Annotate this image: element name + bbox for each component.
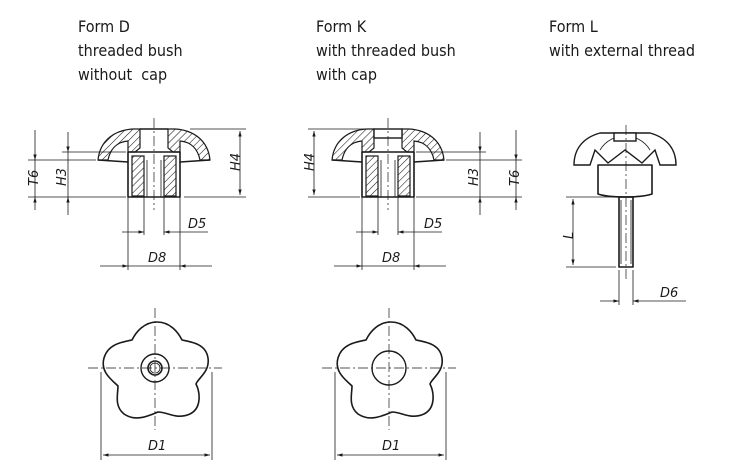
form-k-top-view xyxy=(322,308,456,430)
form-d-dim-h4: H4 xyxy=(229,153,244,171)
form-l-caption: Form L with external thread xyxy=(549,15,695,63)
form-d-desc-1: threaded bush xyxy=(78,41,183,60)
form-l-side-view xyxy=(573,125,677,280)
form-d-top-view xyxy=(88,308,222,430)
form-d-dim-h3: H3 xyxy=(55,168,70,186)
form-k-caption: Form K with threaded bush with cap xyxy=(316,15,456,87)
form-k-desc-1: with threaded bush xyxy=(316,41,456,60)
form-d-dim-d1: D1 xyxy=(148,439,166,454)
form-d-top-dimensions: D1 xyxy=(100,372,213,460)
form-k-dim-d8: D8 xyxy=(382,251,400,266)
form-l-dim-l: L xyxy=(562,232,577,239)
form-d-section-view xyxy=(97,118,211,210)
form-l-dim-d6: D6 xyxy=(660,286,678,301)
form-l-dimensions: L D6 xyxy=(562,196,686,305)
form-k-dimensions: H4 H3 T6 D5 D8 xyxy=(303,128,523,270)
form-k-top-dimensions: D1 xyxy=(334,372,447,460)
form-k-section-view xyxy=(331,118,445,210)
form-d-dim-t6: T6 xyxy=(27,170,42,186)
form-l-desc-1: with external thread xyxy=(549,41,695,60)
form-d-title: Form D xyxy=(78,17,130,36)
form-d-desc-2: without cap xyxy=(78,65,168,84)
form-k-dim-d5: D5 xyxy=(424,217,442,232)
form-k-dim-t6: T6 xyxy=(508,170,523,186)
form-d-dimensions: T6 H3 H4 D5 D8 xyxy=(27,128,246,270)
form-l-title: Form L xyxy=(549,17,598,36)
form-k-desc-2: with cap xyxy=(316,65,377,84)
form-d-dim-d5: D5 xyxy=(188,217,206,232)
form-k-dim-h4: H4 xyxy=(303,153,318,171)
form-d-dim-d8: D8 xyxy=(148,251,166,266)
form-k-title: Form K xyxy=(316,17,367,36)
form-k-dim-h3: H3 xyxy=(467,168,482,186)
form-k-dim-d1: D1 xyxy=(382,439,400,454)
form-d-caption: Form D threaded bush without cap xyxy=(78,15,183,87)
